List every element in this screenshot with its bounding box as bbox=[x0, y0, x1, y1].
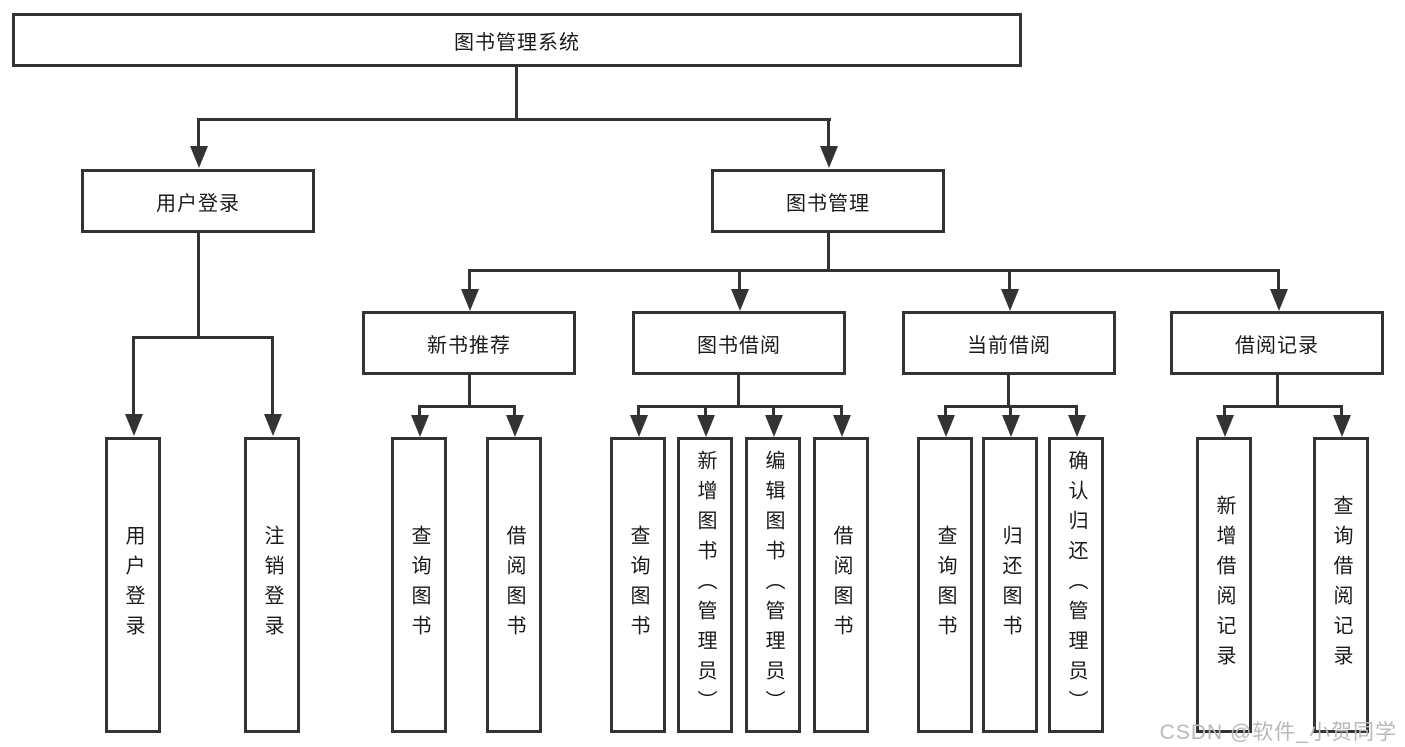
leaf-query-books-borrow: 查询图书 bbox=[610, 437, 666, 733]
leaf-borrow-books: 借阅图书 bbox=[813, 437, 869, 733]
connector-records-stem bbox=[1276, 375, 1279, 408]
node-user-login: 用户登录 bbox=[81, 169, 315, 233]
connector-root-bar bbox=[197, 118, 831, 121]
leaf-confirm-return-admin-label: 确认归还（管理员） bbox=[1065, 450, 1087, 720]
connector-borrow-stem bbox=[737, 375, 740, 408]
leaf-add-books-admin: 新增图书（管理员） bbox=[677, 437, 733, 733]
connector-drop-confirm-return bbox=[1075, 405, 1078, 417]
leaf-add-borrow-record: 新增借阅记录 bbox=[1196, 437, 1252, 733]
connector-drop-leaf-user-login bbox=[132, 336, 135, 416]
node-borrow-records-label: 借阅记录 bbox=[1235, 334, 1319, 357]
node-user-login-label: 用户登录 bbox=[156, 192, 240, 215]
node-new-book-recommend: 新书推荐 bbox=[362, 311, 576, 375]
arrowhead-add-record bbox=[1215, 415, 1234, 437]
arrowhead-user-login bbox=[189, 146, 208, 168]
node-root-label: 图书管理系统 bbox=[454, 31, 580, 54]
leaf-add-borrow-record-label: 新增借阅记录 bbox=[1213, 495, 1235, 675]
connector-drop-new-book-recommend bbox=[468, 269, 471, 291]
leaf-borrow-books-recommend-label: 借阅图书 bbox=[503, 525, 525, 645]
connector-user-login-bar bbox=[132, 336, 274, 339]
arrowhead-query-recommend bbox=[410, 415, 429, 437]
arrowhead-borrow-recommend bbox=[505, 415, 524, 437]
connector-root-stem bbox=[515, 65, 518, 120]
leaf-edit-books-admin: 编辑图书（管理员） bbox=[745, 437, 801, 733]
leaf-confirm-return-admin: 确认归还（管理员） bbox=[1048, 437, 1104, 733]
csdn-watermark: CSDN @软件_小贺同学 bbox=[1159, 721, 1397, 744]
connector-drop-query-borrow bbox=[637, 405, 640, 417]
leaf-return-books: 归还图书 bbox=[982, 437, 1038, 733]
connector-drop-borrow-records bbox=[1277, 269, 1280, 291]
arrowhead-confirm-return bbox=[1067, 415, 1086, 437]
arrowhead-leaf-user-login bbox=[124, 414, 143, 436]
connector-drop-book-borrow bbox=[738, 269, 741, 291]
leaf-logout: 注销登录 bbox=[244, 437, 300, 733]
leaf-borrow-books-recommend: 借阅图书 bbox=[486, 437, 542, 733]
node-root: 图书管理系统 bbox=[12, 13, 1022, 67]
leaf-query-books-current: 查询图书 bbox=[917, 437, 973, 733]
connector-drop-add-record bbox=[1223, 405, 1226, 417]
arrowhead-book-management bbox=[819, 146, 838, 168]
leaf-query-books-recommend-label: 查询图书 bbox=[408, 525, 430, 645]
connector-drop-query-recommend bbox=[418, 405, 421, 417]
connector-drop-book-management bbox=[827, 118, 830, 150]
leaf-return-books-label: 归还图书 bbox=[999, 525, 1021, 645]
node-borrow-records: 借阅记录 bbox=[1170, 311, 1384, 375]
leaf-query-borrow-record: 查询借阅记录 bbox=[1313, 437, 1369, 733]
arrowhead-query-record bbox=[1332, 415, 1351, 437]
connector-drop-user-login bbox=[197, 118, 200, 150]
node-book-borrow: 图书借阅 bbox=[632, 311, 846, 375]
connector-drop-leaf-logout bbox=[271, 336, 274, 416]
connector-book-management-stem bbox=[827, 231, 830, 271]
node-current-borrow-label: 当前借阅 bbox=[967, 334, 1051, 357]
node-book-management-label: 图书管理 bbox=[786, 192, 870, 215]
arrowhead-edit-books bbox=[764, 415, 783, 437]
arrowhead-book-borrow bbox=[730, 289, 749, 311]
leaf-query-books-current-label: 查询图书 bbox=[934, 525, 956, 645]
connector-drop-add-books bbox=[704, 405, 707, 417]
connector-user-login-stem bbox=[197, 231, 200, 338]
leaf-logout-label: 注销登录 bbox=[261, 525, 283, 645]
connector-drop-borrow-books bbox=[840, 405, 843, 417]
connector-book-management-bar bbox=[468, 269, 1280, 272]
node-book-management: 图书管理 bbox=[711, 169, 945, 233]
arrowhead-current-borrow bbox=[1000, 289, 1019, 311]
connector-records-bar bbox=[1223, 405, 1343, 408]
connector-drop-current-borrow bbox=[1008, 269, 1011, 291]
connector-drop-borrow-recommend bbox=[513, 405, 516, 417]
arrowhead-query-current bbox=[936, 415, 955, 437]
connector-current-stem bbox=[1007, 375, 1010, 408]
arrowhead-new-book-recommend bbox=[460, 289, 479, 311]
leaf-add-books-admin-label: 新增图书（管理员） bbox=[694, 450, 716, 720]
arrowhead-query-borrow bbox=[629, 415, 648, 437]
connector-drop-query-current bbox=[944, 405, 947, 417]
connector-recommend-bar bbox=[418, 405, 516, 408]
leaf-edit-books-admin-label: 编辑图书（管理员） bbox=[762, 450, 784, 720]
connector-drop-query-record bbox=[1340, 405, 1343, 417]
arrowhead-return-books bbox=[1001, 415, 1020, 437]
arrowhead-add-books bbox=[696, 415, 715, 437]
node-current-borrow: 当前借阅 bbox=[902, 311, 1116, 375]
arrowhead-leaf-logout bbox=[263, 414, 282, 436]
leaf-user-login: 用户登录 bbox=[105, 437, 161, 733]
arrowhead-borrow-books bbox=[832, 415, 851, 437]
node-new-book-recommend-label: 新书推荐 bbox=[427, 334, 511, 357]
leaf-query-borrow-record-label: 查询借阅记录 bbox=[1330, 495, 1352, 675]
leaf-borrow-books-label: 借阅图书 bbox=[830, 525, 852, 645]
connector-drop-edit-books bbox=[772, 405, 775, 417]
arrowhead-borrow-records bbox=[1269, 289, 1288, 311]
connector-drop-return-books bbox=[1009, 405, 1012, 417]
leaf-user-login-label: 用户登录 bbox=[122, 525, 144, 645]
connector-recommend-stem bbox=[468, 375, 471, 408]
node-book-borrow-label: 图书借阅 bbox=[697, 334, 781, 357]
leaf-query-books-borrow-label: 查询图书 bbox=[627, 525, 649, 645]
leaf-query-books-recommend: 查询图书 bbox=[391, 437, 447, 733]
connector-borrow-bar bbox=[637, 405, 843, 408]
